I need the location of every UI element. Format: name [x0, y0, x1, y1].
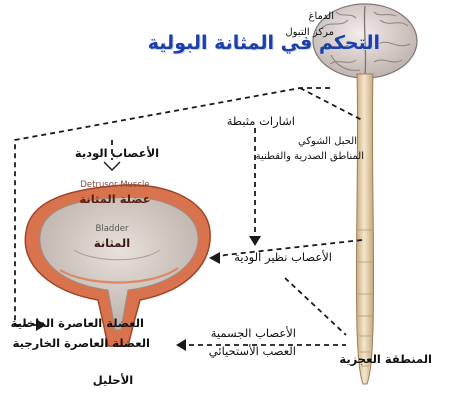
sympathetic-bracket	[103, 161, 121, 171]
label-bladder-en: Bladder	[95, 224, 129, 234]
arrowhead-internal-sphincter	[36, 319, 46, 331]
arrowhead-external-sphincter	[176, 339, 186, 351]
label-micturition-center: مركز التبول	[285, 27, 334, 38]
label-bladder-ar: المثانة	[93, 236, 131, 250]
arrowhead-parasympathetic	[209, 252, 220, 264]
parasympathetic-to-sacral	[284, 277, 347, 336]
arrowhead-center	[249, 236, 261, 246]
label-detrusor-en: Detrusor Muscle	[80, 180, 150, 190]
bladder	[24, 184, 211, 347]
label-somatic-nerves: الأعصاب الجسمية	[210, 326, 296, 340]
label-spinal-cord-line2: المناطق الصدرية والقطنية	[255, 151, 364, 162]
label-pudendal-nerve: العصب الأستحيائي	[208, 344, 296, 358]
label-sympathetic-nerves: الأعصاب الودية	[74, 146, 160, 160]
brain	[312, 3, 418, 79]
label-detrusor-ar: عضلة المثانة	[79, 192, 151, 206]
arrowheads	[36, 236, 261, 351]
label-sacral-region: المنطقة العجزية	[339, 352, 432, 366]
label-spinal-cord-line1: الحبل الشوكي	[297, 136, 357, 147]
label-external-sphincter: العضلة العاصرة الخارجية	[12, 336, 150, 350]
label-parasympathetic-nerves: الأعصاب نظير الودية	[234, 250, 332, 264]
label-inhibitory-signals: اشارات مثبطة	[226, 114, 295, 128]
inhibitory-path	[14, 87, 330, 326]
spinal-cord	[355, 73, 375, 385]
label-urethra: الأحليل	[92, 373, 134, 387]
inhibitory-branch-right	[299, 87, 363, 121]
label-brain: الدماغ	[308, 11, 334, 22]
nerve-paths	[14, 87, 363, 346]
label-internal-sphincter: العضلة العاصرة الداخلية	[10, 316, 144, 330]
page-title: التحكم في المثانة البولية	[147, 32, 380, 54]
